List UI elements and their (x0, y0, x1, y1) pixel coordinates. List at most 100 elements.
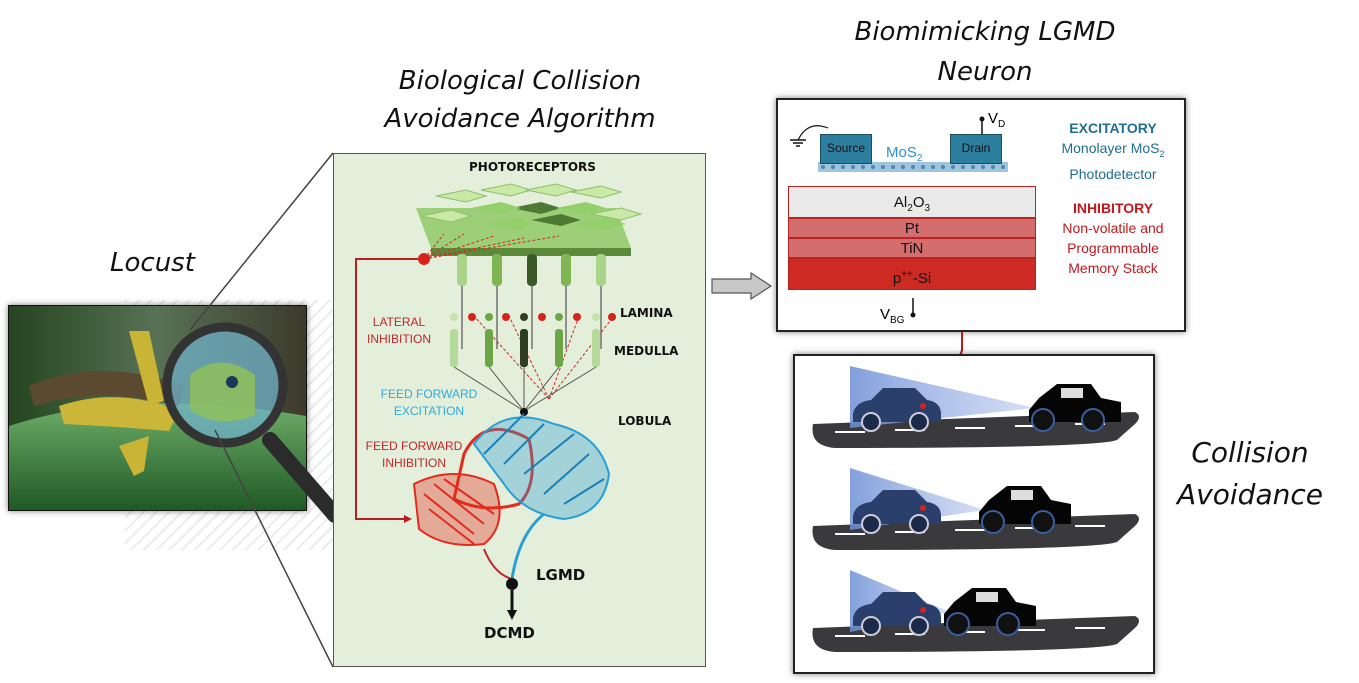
ego-car (853, 592, 941, 636)
collision-scenes-panel (793, 354, 1155, 674)
car-wheel (1031, 408, 1055, 432)
locust-leg (129, 331, 164, 406)
label-lobula: LOBULA (618, 414, 672, 428)
lamina-cells (450, 313, 616, 321)
layer-subscript: 2 (907, 203, 913, 214)
layer-text: O (912, 194, 925, 211)
vd-subscript: D (998, 119, 1006, 130)
layer-subscript: 3 (924, 203, 931, 214)
vbg-subscript: BG (890, 315, 905, 326)
biomimicking-title: Biomimicking LGMD Neuron (790, 12, 1180, 92)
excitatory-line: Monolayer MoS2 (1046, 138, 1180, 164)
road-scene (812, 366, 1139, 448)
inhibitory-line: Non-volatile and (1062, 220, 1164, 236)
label-lgmd: LGMD (536, 566, 586, 584)
ommatidia-columns (457, 254, 606, 349)
vbg-label: VBG (880, 306, 904, 326)
medulla-cells (450, 329, 600, 416)
vd-label: VD (988, 110, 1005, 130)
biological-algorithm-panel: PHOTORECEPTORS LAMINA MEDULLA LOBULA LAT… (333, 153, 706, 667)
car-wheel (946, 612, 970, 636)
excitatory-subscript: 2 (1159, 148, 1165, 159)
label-line: FEED FORWARD (365, 439, 463, 453)
road-scene (812, 468, 1139, 550)
neural-circuit-diagram (355, 183, 643, 620)
car-wheel (909, 616, 929, 636)
label-photoreceptors: PHOTORECEPTORS (469, 160, 596, 174)
magnifying-glass-icon (162, 322, 343, 523)
car-window (1061, 388, 1083, 398)
label-line: EXCITATION (393, 404, 465, 418)
car-wheel (1031, 510, 1055, 534)
label-line: FEED FORWARD (380, 387, 478, 401)
label-lateral-inhibition: LATERAL INHIBITION (364, 314, 434, 348)
layer-text: Al (893, 194, 908, 211)
label-medulla: MEDULLA (614, 344, 679, 358)
car-wheel (909, 412, 929, 432)
car-wheel (909, 514, 929, 534)
title-line: Neuron (937, 57, 1033, 87)
label-lamina: LAMINA (620, 306, 673, 320)
car-window (1011, 490, 1033, 500)
layer-superscript: ++ (901, 269, 913, 280)
inhibitory-description: INHIBITORY Non-volatile and Programmable… (1046, 198, 1180, 278)
label-feed-forward-excitation: FEED FORWARD EXCITATION (374, 386, 484, 420)
inhibitory-line: Memory Stack (1068, 260, 1158, 276)
inhibitory-line: Programmable (1067, 240, 1159, 256)
layer-text: -Si (912, 270, 932, 287)
mos2-subscript: 2 (916, 153, 923, 164)
label-feed-forward-inhibition: FEED FORWARD INHIBITION (359, 438, 469, 472)
vbg-text: V (880, 306, 891, 323)
feedback-path (355, 258, 418, 520)
label-line: LATERAL (372, 315, 426, 329)
ego-car (853, 490, 941, 534)
lgmd-device-panel: Source Drain MoS2 VD VBG Al2O3 Pt TiN p+… (776, 98, 1186, 332)
layer-pt: Pt (788, 218, 1036, 238)
car-wheel (861, 616, 881, 636)
inhibitory-heading: INHIBITORY (1072, 200, 1154, 216)
title-line: Collision (1191, 436, 1309, 469)
lateral-inhibition-fan (423, 233, 615, 400)
oncoming-car (979, 486, 1071, 534)
layer-p-si: p++-Si (788, 258, 1036, 290)
lgmd-dendrites (412, 413, 611, 620)
road-scene (812, 570, 1139, 652)
car-wheel (861, 514, 881, 534)
sensor-dot (920, 403, 926, 409)
inhibitory-neuron (418, 253, 430, 265)
title-line: Avoidance Algorithm (384, 104, 656, 134)
layer-al2o3: Al2O3 (788, 186, 1036, 218)
collision-avoidance-title: Collision Avoidance (1160, 432, 1340, 516)
layer-tin: TiN (788, 238, 1036, 258)
car-wheel (981, 510, 1005, 534)
excitatory-description: EXCITATORY Monolayer MoS2 Photodetector (1046, 118, 1180, 184)
label-dcmd: DCMD (484, 624, 535, 642)
drain-electrode: Drain (950, 134, 1002, 164)
excitatory-heading: EXCITATORY (1069, 120, 1157, 136)
oncoming-car (1029, 384, 1121, 432)
mos2-lattice (818, 162, 1008, 172)
sensor-dot (920, 607, 926, 613)
oncoming-car (944, 588, 1036, 636)
car-wheel (861, 412, 881, 432)
mos2-label: MoS2 (886, 144, 922, 164)
title-line: Avoidance (1177, 478, 1323, 511)
biological-algorithm-title: Biological Collision Avoidance Algorithm (350, 62, 690, 138)
photoreceptor-array (416, 183, 643, 256)
mos2-text: MoS (886, 144, 917, 161)
car-wheel (996, 612, 1020, 636)
locust-leg (119, 436, 149, 476)
title-line: Biological Collision (398, 66, 642, 96)
vd-text: V (988, 110, 999, 127)
right-arrow-icon (711, 272, 773, 300)
car-window (976, 592, 998, 602)
excitatory-line: Photodetector (1069, 165, 1157, 182)
source-electrode: Source (820, 134, 872, 164)
ego-car (853, 388, 941, 432)
car-wheel (1081, 408, 1105, 432)
sensor-dot (920, 505, 926, 511)
label-line: INHIBITION (381, 456, 446, 470)
layer-text: p (892, 270, 902, 287)
road-scenes (812, 366, 1139, 652)
locust-title: Locust (110, 248, 195, 278)
